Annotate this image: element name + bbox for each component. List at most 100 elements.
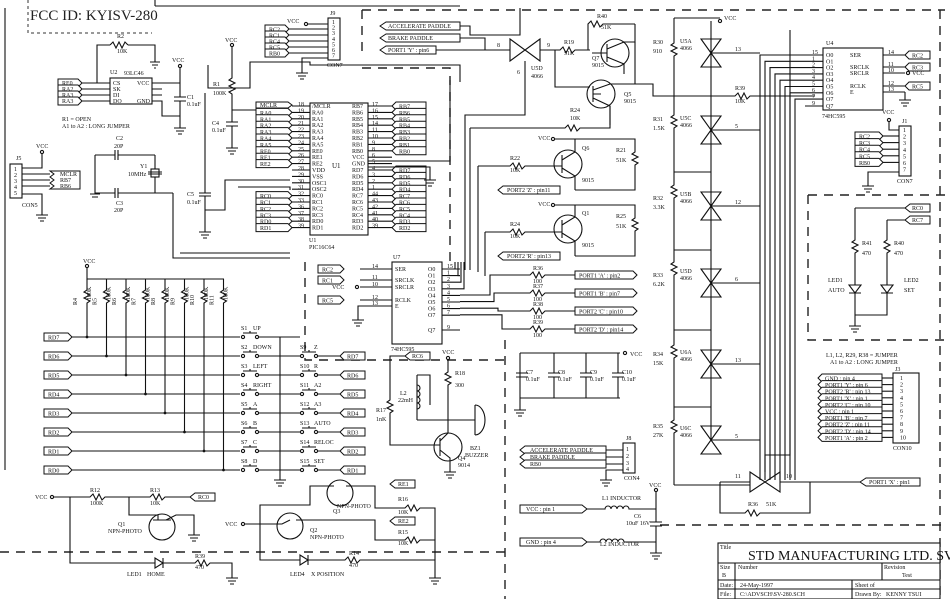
u1-pin-num: 9 [372, 140, 375, 146]
r32-value: 3.3K [653, 205, 666, 211]
u7-pin-num: 3 [447, 284, 450, 290]
pullup-ref: R11 [210, 295, 216, 305]
j3-net-tag: PORT1 'Y' : pin 6 [825, 383, 868, 389]
u4-net-tag: RC5 [912, 85, 923, 91]
u4-pin-num: 3 [812, 69, 815, 75]
r24-value: 10K [570, 116, 581, 122]
vcc-pin-tag: VCC : pin 1 [526, 507, 555, 513]
led2-label: SET [904, 288, 915, 294]
resistor-ladder: R30 910 R31 1.5K R32 3.3K R33 6.2K R34 1… [653, 17, 750, 486]
switch-net-tag-shape [339, 446, 366, 456]
u4-pin-num: 4 [812, 75, 815, 81]
u7-pin-num: 12 [372, 295, 378, 301]
accelerate-paddle-tag: ACCELERATE PADDLE [388, 24, 451, 30]
pullup-value: 100K [224, 286, 230, 300]
r40b-value: 470 [894, 251, 903, 257]
u5d-pin-in: 8 [497, 43, 500, 49]
u2-net-do: RA3 [62, 99, 73, 105]
l2-label: L2 INDUCTOR [600, 542, 639, 548]
switch-part: 4066 [680, 123, 692, 129]
u7-pin-name: O0 [428, 267, 435, 273]
title-block: Title STD MANUFACTURING LTD. SV-280 Size… [717, 542, 950, 599]
switch-net-tag-shape [339, 465, 366, 475]
vcc-label: VCC [442, 350, 454, 356]
j3-net-tag: PORT2 'Z' : pin 11 [825, 423, 870, 429]
j3-pin-3: 3 [900, 389, 903, 395]
switch-ctl-pin: 13 [735, 358, 741, 364]
switch-label: SET [314, 459, 325, 465]
u1-pin-num: 38 [298, 217, 304, 223]
c1-value: 0.1uF [187, 102, 202, 108]
y1-ref: Y1 [140, 164, 147, 170]
pullup-ref: R10 [190, 295, 196, 305]
u7-pin-num: 9 [447, 325, 450, 331]
r16-ref: R16 [398, 497, 408, 503]
u7-pin-name: RCLK [395, 298, 412, 304]
u1-pin-num: 39 [298, 224, 304, 230]
u1-pin-name: RB5 [352, 117, 363, 123]
drawn-by-label: Drawn By: [855, 592, 882, 598]
switch-ref: S3 [241, 364, 247, 370]
j3-net-tag: PORT2 'R' : pin 13 [825, 390, 870, 396]
file-label: File: [720, 592, 731, 598]
u7-pin-name: O2 [428, 280, 435, 286]
rd-net-tag: RD1 [48, 450, 59, 456]
u1-pin-num: 16 [372, 108, 378, 114]
u1-pin-name: RA0 [312, 110, 323, 116]
buzzer-net-tag: RC6 [412, 354, 423, 360]
switch-ref: S1 [241, 326, 247, 332]
u1-net-tag: RC2 [260, 207, 271, 213]
r24-ref: R24 [570, 108, 580, 114]
u7-pin-name: Q7 [428, 328, 435, 334]
u1-net-tag: RB4 [399, 124, 410, 130]
u4-pin-name: O1 [826, 59, 833, 65]
u7-pin-num: 15 [447, 264, 453, 270]
u1-pin-num: 26 [298, 153, 304, 159]
u1-net-tag: RD1 [260, 226, 271, 232]
j9-pin-3: 3 [332, 31, 335, 37]
bz1-part: BUZZER [465, 453, 488, 459]
switch-label: UP [253, 326, 261, 332]
r18-ref: R18 [455, 371, 465, 377]
switch-ctl-pin: 6 [735, 277, 738, 283]
r34-value: 15K [653, 361, 664, 367]
j1-pin-5: 5 [903, 154, 906, 160]
pullup-ref: R8 [151, 298, 157, 305]
pullup-value: 100K [204, 286, 210, 300]
u1-pin-num: 29 [298, 172, 304, 178]
u1-pin-num: 14 [372, 121, 378, 127]
r32-ref: R32 [653, 196, 663, 202]
r39-value: 10K [735, 99, 746, 105]
pullup-ref: R4 [73, 298, 79, 305]
u4-pin-name: E [850, 90, 854, 96]
j5-pin-2: 2 [14, 173, 17, 179]
u4-pin-name: O3 [826, 72, 833, 78]
j3-net-tag: PORT1 'A' : pin 2 [825, 436, 868, 442]
u7-net-tag: RC5 [322, 299, 333, 305]
vcc-label: VCC [35, 495, 47, 501]
vcc-label: VCC [649, 483, 661, 489]
vcc-label: VCC [630, 352, 642, 358]
j3-pin-1: 1 [900, 376, 903, 382]
title-label: Title [720, 545, 731, 551]
u1-pin-name: RC3 [312, 213, 323, 219]
u7-net-tag-shape [317, 264, 345, 274]
u4-net-tag: RC3 [912, 66, 923, 72]
switch-label: D [253, 459, 258, 465]
j5-pin-1: 1 [14, 167, 17, 173]
u1-pin-num: 15 [372, 115, 378, 121]
pullup-value: 100K [146, 286, 152, 300]
switch-ref: S2 [241, 345, 247, 351]
u2-net-sk: RA2 [62, 87, 73, 93]
u1-pin-name: RD0 [312, 219, 323, 225]
j3-pin-5: 5 [900, 402, 903, 408]
j1-net-tag-shape [854, 157, 884, 167]
size-label: Size [720, 565, 731, 571]
q2-ref: Q2 [310, 528, 317, 534]
c1-decoupling: VCC C1 0.1uF [172, 58, 202, 135]
r17-value: 1nK [376, 417, 387, 423]
u1-pin-num: 32 [298, 192, 304, 198]
u1-pin-name: OSC1 [312, 181, 327, 187]
switch-ref: S14 [300, 440, 309, 446]
